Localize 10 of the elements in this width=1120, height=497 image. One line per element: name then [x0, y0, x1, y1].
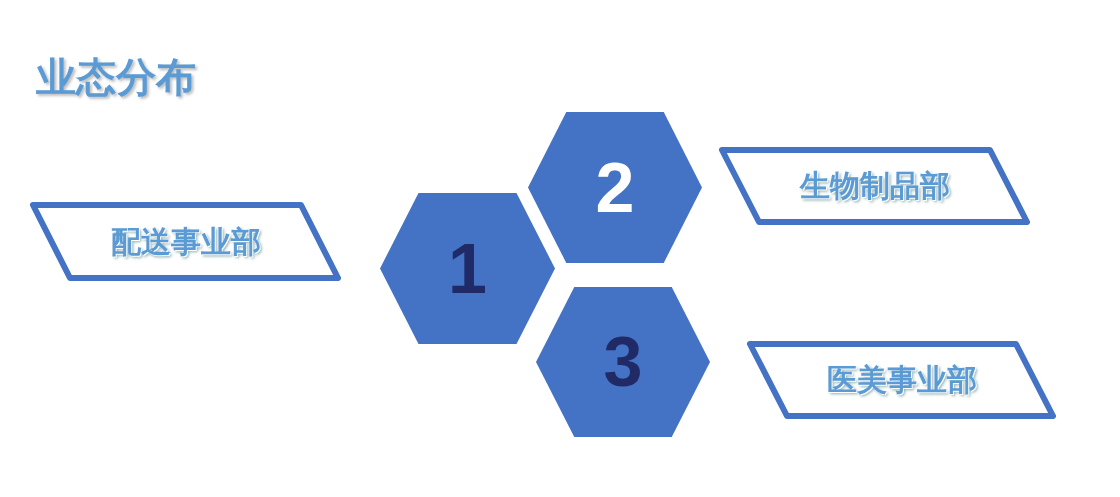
step-number: 1: [447, 228, 488, 309]
department-label: 配送事业部: [109, 222, 262, 260]
title: 业态分布: [36, 53, 196, 102]
step-number: 3: [602, 322, 644, 402]
hexagon: [380, 193, 555, 344]
department-label: 医美事业部: [825, 360, 978, 399]
hexagon: [528, 112, 702, 263]
step-number: 2: [594, 147, 636, 228]
department-label: 生物制品部: [798, 166, 951, 205]
hexagon: [536, 287, 710, 437]
